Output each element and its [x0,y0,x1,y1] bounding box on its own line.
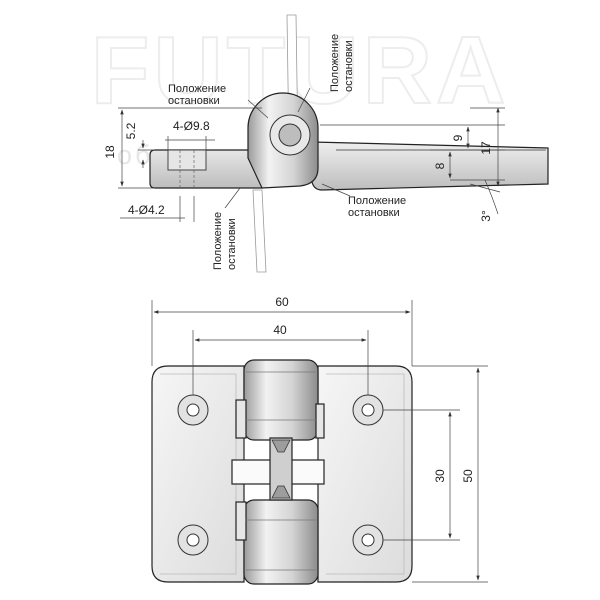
front-knuckle-bottom [243,499,319,585]
side-countersink [167,149,207,171]
front-right-leaf [317,365,413,583]
dim-text-leaf-thickness-right: 8 [433,162,447,169]
stop-label-3-line2: остановки [348,207,400,219]
leader-stop-4 [224,187,241,209]
front-stop-tab [235,399,247,439]
dim-text-knuckle-offset: 9 [451,134,465,141]
front-hole-tr [352,394,384,426]
dim-text-hole-spacing-x: 40 [273,323,287,337]
dim-text-hole: 4-Ø4.2 [128,203,165,217]
front-hole-tl [177,394,209,426]
leader-stop-3 [321,183,351,197]
stop-label-3-line1: Положение [348,195,406,207]
dim-angle-line [469,183,501,193]
dim-text-leaf-thickness-left: 5.2 [124,122,138,139]
dim-text-overall-width: 60 [275,295,289,309]
side-right-leaf [311,141,549,191]
stop-label-2-line2: остановки [343,40,355,92]
front-stop-tab [315,403,325,439]
side-view: 18 5.2 4-Ø9.8 4-Ø4.2 9 17 8 3° Положение… [103,14,549,273]
dim-text-hole-spacing-y: 30 [433,469,447,483]
front-pin-caps [271,439,291,499]
dim-text-overall-height: 18 [103,145,117,159]
side-pivot-pin [278,123,302,147]
front-hole-br [352,524,384,556]
dim-text-angle: 3° [479,210,493,222]
dim-text-right-height: 17 [479,141,493,155]
stop-label-1-line2: остановки [168,95,220,107]
leader-stop-1 [247,99,269,119]
front-left-leaf [151,365,245,583]
dim-angle-arc [484,179,499,215]
stop-label-2-line1: Положение [329,34,341,92]
stop-label-4-line1: Положение [212,212,224,270]
stop-label-4-line2: остановки [226,218,238,270]
leader-stop-2 [297,87,311,113]
front-view: 60 40 30 50 [151,295,488,585]
stop-label-1-line1: Положение [168,83,226,95]
front-hole-bl [177,524,209,556]
front-center-pin [269,437,293,501]
front-stop-tab [235,501,247,541]
dim-text-countersink: 4-Ø9.8 [173,119,210,133]
stop-leaf-lower [252,189,267,273]
front-right-leaf-bevel [326,373,405,575]
dim-text-overall-height: 50 [461,469,475,483]
